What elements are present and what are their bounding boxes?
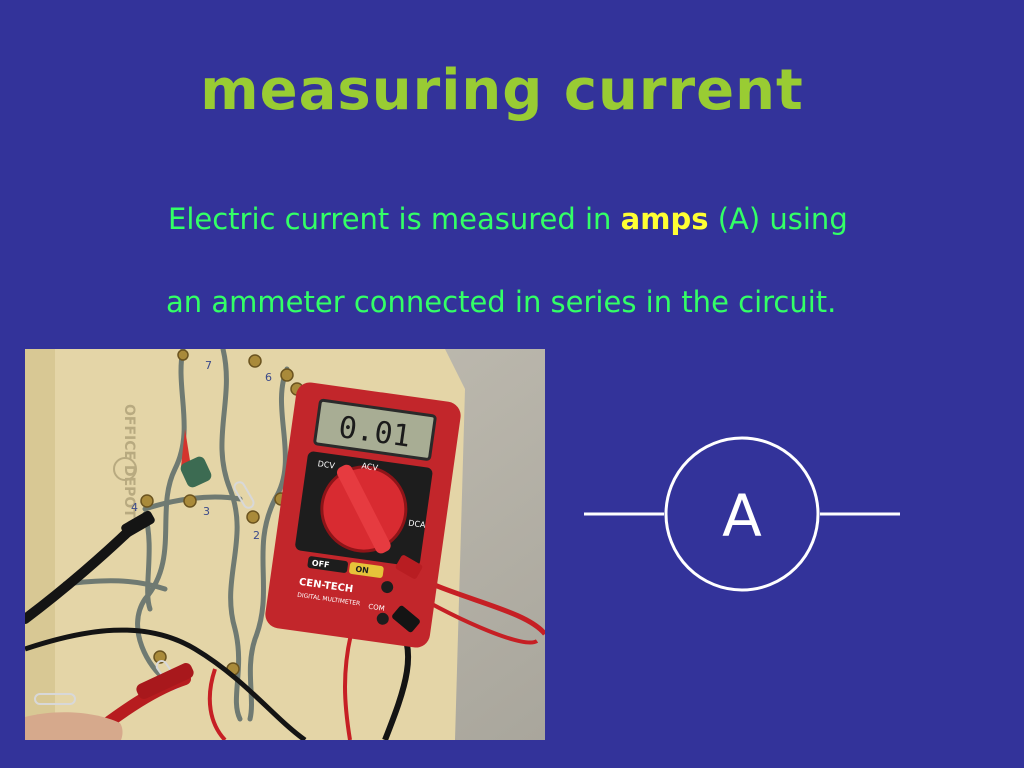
body-line-1-end: (A) using [708,202,848,236]
svg-text:7: 7 [205,359,212,372]
red-probe [136,663,194,699]
ammeter-symbol-letter: A [722,482,762,550]
folder-edge [25,349,55,740]
circuit-photo-drawing: OFFICE DEPOT 7 6 5 [25,349,545,740]
multimeter: 0.01 DCV ACV DCA OFF ON CEN-TECH DIGITAL… [265,382,461,648]
slide-title: measuring current [200,58,804,123]
circuit-photo: OFFICE DEPOT 7 6 5 [25,349,545,740]
body-line-1-start: Electric current is measured in [168,202,621,236]
amps-highlight: amps [620,202,709,236]
folder-logo-emblem [113,457,137,481]
light-bulb [180,429,212,488]
hand [25,712,123,740]
svg-text:OFF: OFF [311,558,330,569]
body-line-2: an ammeter connected in series in the ci… [166,285,837,319]
svg-text:4: 4 [131,501,138,514]
svg-text:DCV: DCV [317,459,336,470]
ammeter-symbol [584,436,900,592]
brass-fasteners [140,349,304,676]
body-line-1: Electric current is measured in amps (A)… [168,202,848,236]
black-probe [121,510,155,538]
svg-text:3: 3 [203,505,210,518]
svg-text:2: 2 [253,529,260,542]
svg-text:ON: ON [355,565,370,576]
symbol-circle [664,436,820,592]
svg-text:DCA: DCA [408,518,427,529]
svg-text:6: 6 [265,371,272,384]
folder-logo: OFFICE DEPOT [121,404,137,518]
svg-text:OFFICE DEPOT: OFFICE DEPOT [121,404,137,518]
svg-text:ACV: ACV [361,461,379,472]
svg-text:COM: COM [368,603,385,613]
